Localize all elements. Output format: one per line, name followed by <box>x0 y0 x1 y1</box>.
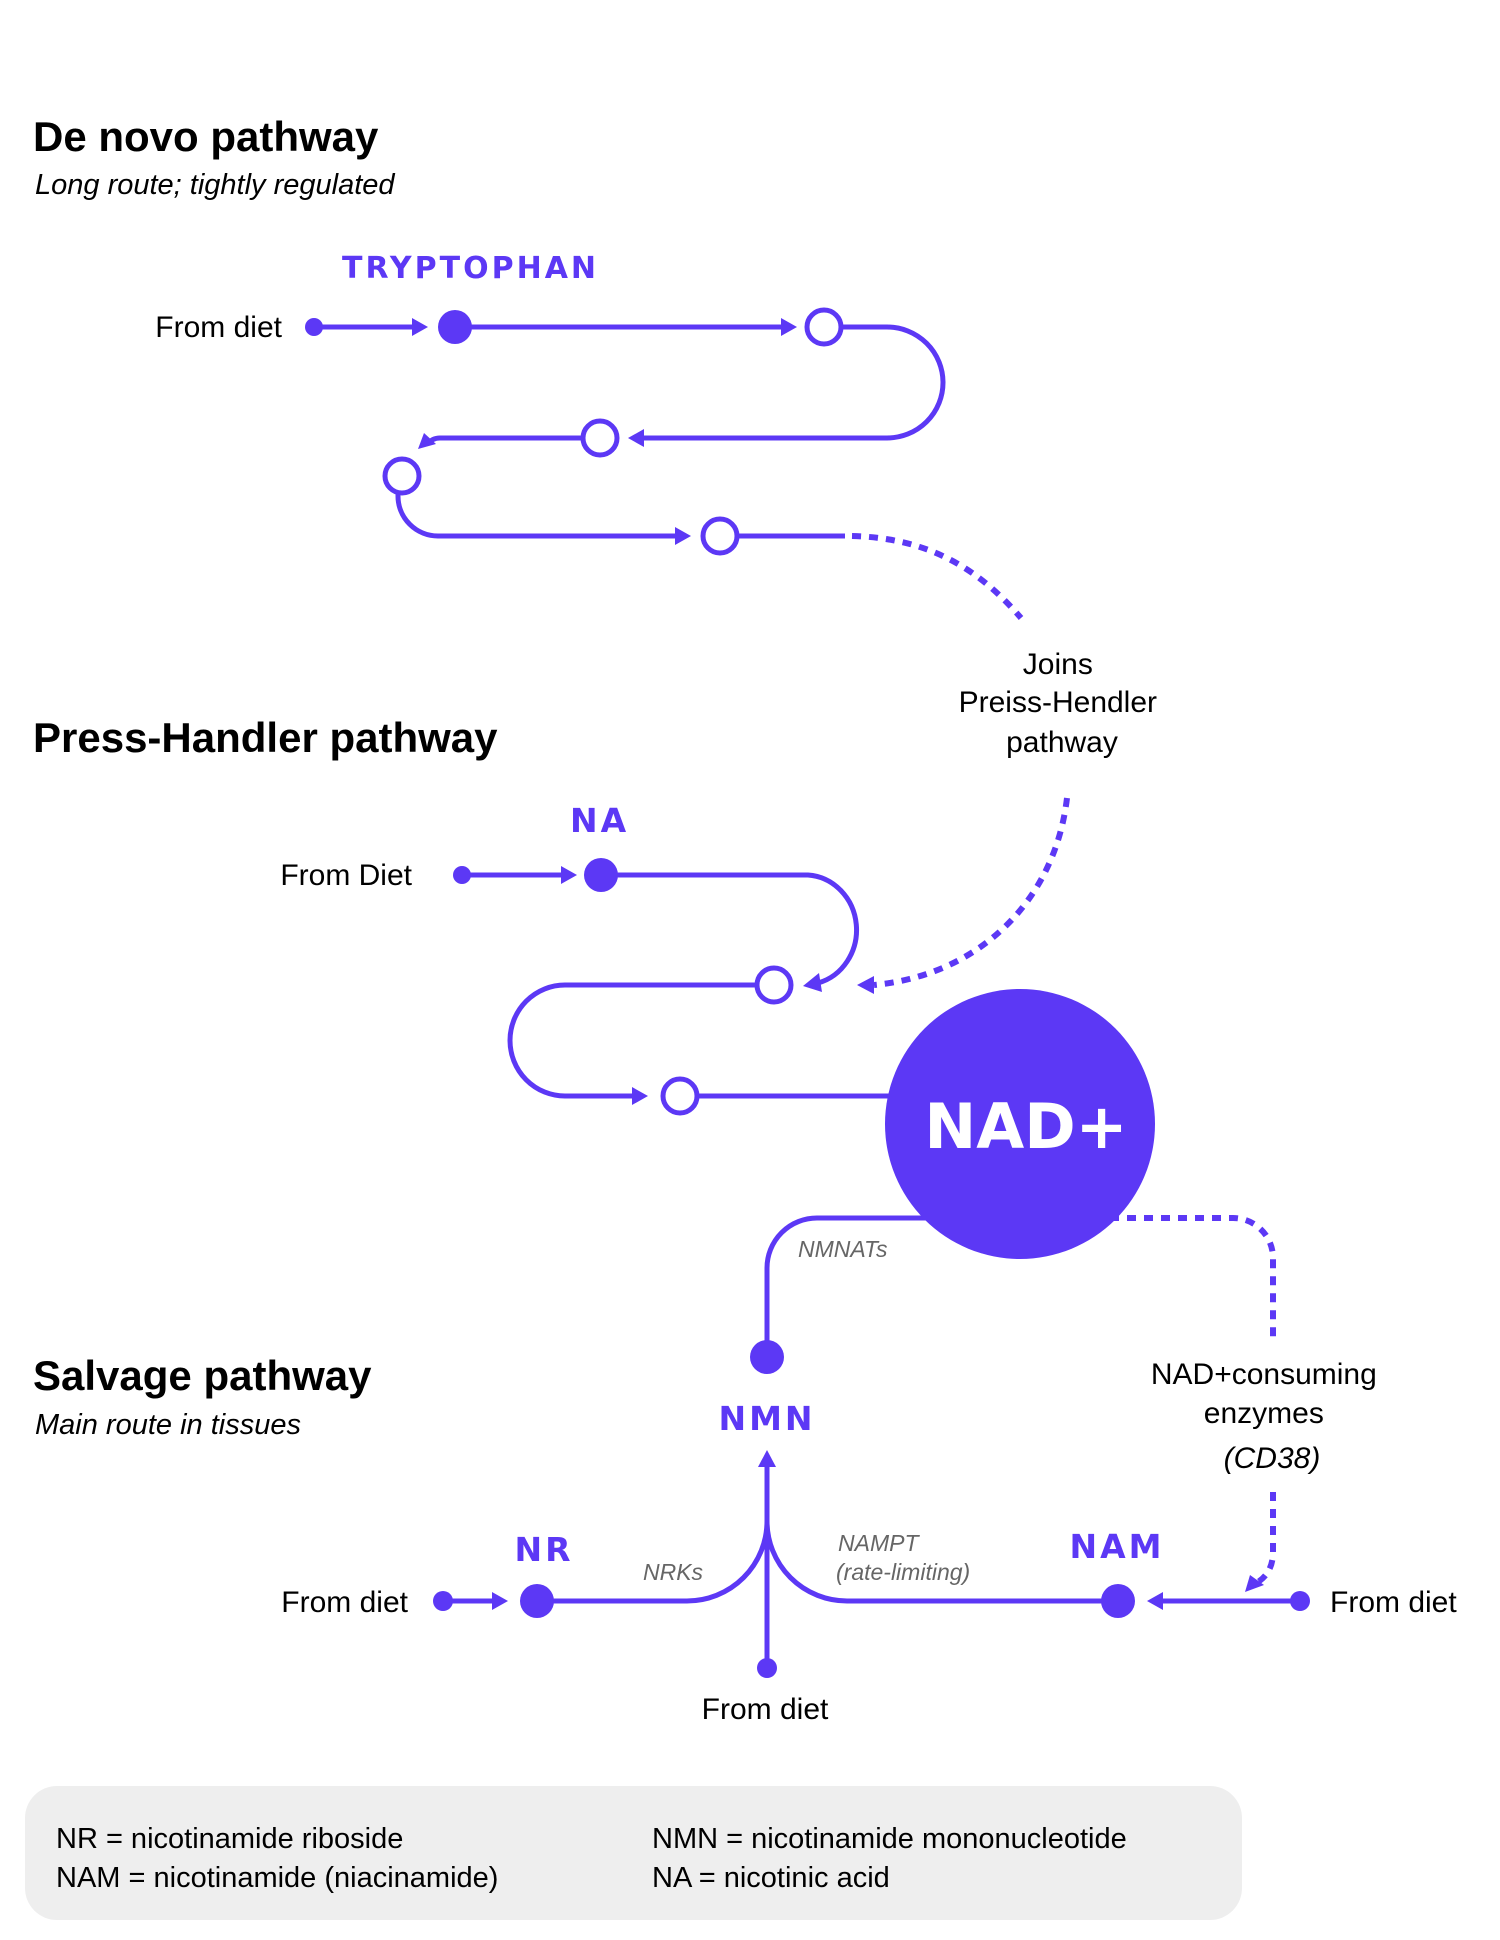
salvage-subtitle: Main route in tissues <box>35 1409 301 1441</box>
path-loop <box>507 982 757 1099</box>
de-novo-source-label: From diet <box>155 311 282 344</box>
intermediate-node[interactable] <box>382 456 422 496</box>
preiss-handler-title: Press-Handler pathway <box>33 714 498 761</box>
intermediate-node[interactable] <box>660 1076 700 1116</box>
arrow-head-icon <box>758 1450 776 1467</box>
salvage-title: Salvage pathway <box>33 1352 372 1399</box>
salvage-pathway: NMNATs NAD+consuming enzymes (CD38) NMN … <box>281 1215 1457 1726</box>
path-loop <box>601 872 860 986</box>
nampt-enzyme-label: NAMPT <box>838 1530 920 1556</box>
arrow-head-icon <box>628 429 644 447</box>
arrow-head-icon <box>632 1087 648 1105</box>
arrow-head-icon <box>412 318 428 336</box>
nrk-path <box>537 1520 770 1604</box>
dashed-join-path <box>851 533 1024 620</box>
nmn-node[interactable] <box>750 1340 784 1374</box>
legend-box <box>25 1786 1242 1920</box>
nam-node[interactable] <box>1101 1584 1135 1618</box>
intermediate-node[interactable] <box>804 307 844 347</box>
arrow-head-icon <box>1245 1575 1264 1592</box>
legend: NR = nicotinamide riboside NAM = nicotin… <box>25 1786 1242 1920</box>
nrk-enzyme-label: NRKs <box>643 1559 704 1585</box>
de-novo-title: De novo pathway <box>33 113 379 160</box>
nr-label: NR <box>514 1530 573 1569</box>
arrow-head-icon <box>857 976 874 994</box>
nampt-path <box>764 1520 1118 1604</box>
consuming-dashed-arrow <box>1256 1492 1276 1585</box>
nampt-note: (rate-limiting) <box>836 1559 970 1585</box>
source-dot <box>1290 1591 1310 1611</box>
arrow-head-icon <box>803 973 822 992</box>
intermediate-node[interactable] <box>700 516 740 556</box>
arrow-head-icon <box>492 1592 508 1610</box>
source-dot <box>757 1658 777 1678</box>
intermediate-node[interactable] <box>754 965 794 1005</box>
consuming-dashed-path <box>1110 1215 1276 1338</box>
arrow-head-icon <box>781 318 797 336</box>
path-loop <box>644 324 946 441</box>
tryptophan-label: TRYPTOPHAN <box>342 251 599 286</box>
na-label: NA <box>570 801 629 840</box>
arrow-head-icon <box>561 866 577 884</box>
arrow-head-icon <box>675 527 691 545</box>
join-note: Joins Preiss-Hendler pathway <box>959 648 1166 759</box>
legend-item: NR = nicotinamide riboside <box>56 1823 403 1855</box>
path-segment <box>395 493 675 539</box>
nmnat-enzyme-label: NMNATs <box>798 1236 888 1262</box>
arrow-head-icon <box>1147 1592 1163 1610</box>
nad-hub-circle[interactable] <box>885 989 1155 1259</box>
de-novo-subtitle: Long route; tightly regulated <box>35 169 395 201</box>
nad-hub-label: NAD+ <box>924 1090 1127 1163</box>
dashed-join-arrow <box>873 797 1070 988</box>
preiss-handler-source-label: From Diet <box>280 859 412 892</box>
path-segment <box>425 435 583 446</box>
nmn-source-label: From diet <box>702 1693 829 1726</box>
nr-source-label: From diet <box>281 1586 408 1619</box>
intermediate-node[interactable] <box>580 418 620 458</box>
legend-item: NAM = nicotinamide (niacinamide) <box>56 1862 498 1894</box>
nad-hub[interactable]: NAD+ <box>885 989 1155 1259</box>
nmnat-path <box>764 1215 930 1357</box>
nmn-label: NMN <box>718 1399 815 1438</box>
de-novo-pathway: TRYPTOPHAN From diet Joins Preiss-Hendle… <box>155 251 1166 994</box>
legend-item: NA = nicotinic acid <box>652 1862 890 1894</box>
legend-item: NMN = nicotinamide mononucleotide <box>652 1823 1127 1855</box>
arrow-head-icon <box>418 433 436 449</box>
nam-label: NAM <box>1070 1527 1165 1566</box>
consuming-enzymes-note: NAD+consuming enzymes (CD38) <box>1151 1358 1385 1475</box>
preiss-handler-pathway: NA From Diet <box>280 801 890 1116</box>
nam-source-label: From diet <box>1330 1586 1457 1619</box>
